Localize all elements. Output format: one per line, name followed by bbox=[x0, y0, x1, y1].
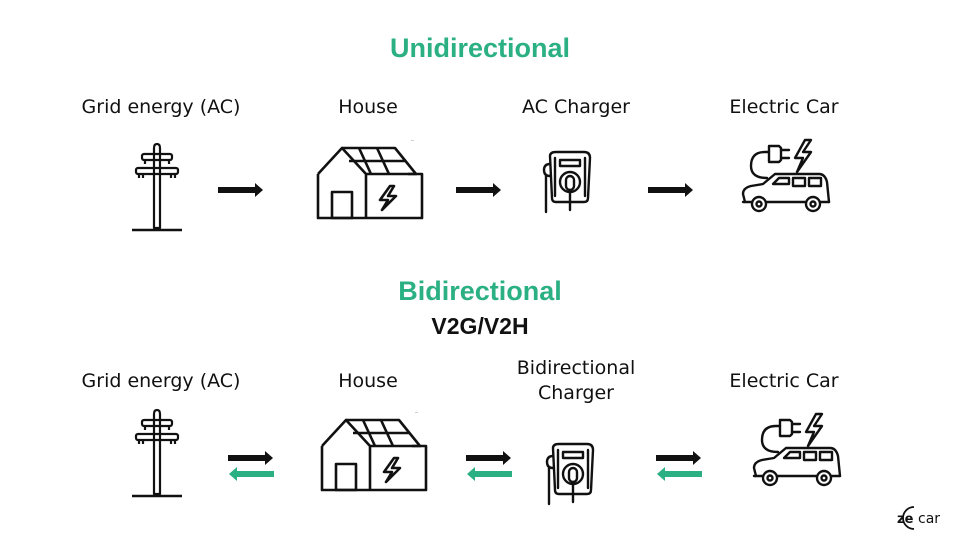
logo-text-left: ze bbox=[897, 512, 914, 527]
power-pole-icon bbox=[130, 142, 184, 232]
logo-text-right: car bbox=[918, 511, 940, 527]
electric-car-icon bbox=[741, 138, 831, 213]
v2g-v2h-subtitle: V2G/V2H bbox=[431, 313, 529, 339]
arrow-right-icon bbox=[456, 183, 501, 197]
power-pole-icon bbox=[130, 408, 184, 498]
house-label: House bbox=[338, 96, 398, 118]
solar-house-icon bbox=[316, 140, 424, 220]
bidirectional-title: Bidirectional bbox=[398, 276, 562, 306]
arrow-right-icon bbox=[648, 183, 693, 197]
grid-energy-label: Grid energy (AC) bbox=[81, 96, 241, 118]
bidirectional-arrows-icon bbox=[466, 451, 512, 481]
unidirectional-title: Unidirectional bbox=[389, 33, 571, 63]
bidirectional-arrows-icon bbox=[228, 451, 274, 481]
bidirectional-charger-label-line2: Charger bbox=[538, 382, 614, 404]
electric-car-label: Electric Car bbox=[729, 96, 839, 118]
wall-charger-icon bbox=[545, 442, 595, 506]
house-label: House bbox=[338, 370, 398, 392]
wall-charger-icon bbox=[542, 150, 592, 214]
electric-car-icon bbox=[752, 412, 842, 487]
solar-house-icon bbox=[320, 412, 428, 492]
ac-charger-label: AC Charger bbox=[522, 96, 630, 118]
arrow-right-icon bbox=[218, 183, 263, 197]
bidirectional-arrows-icon bbox=[656, 451, 702, 481]
bidirectional-charger-label: Bidirectional Charger bbox=[517, 356, 636, 406]
zecar-logo: ze car bbox=[892, 503, 960, 537]
bidirectional-charger-label-line1: Bidirectional bbox=[516, 357, 636, 379]
zecar-logo-mark-icon: ze car bbox=[897, 506, 940, 530]
electric-car-label: Electric Car bbox=[729, 370, 839, 392]
grid-energy-label: Grid energy (AC) bbox=[81, 370, 241, 392]
